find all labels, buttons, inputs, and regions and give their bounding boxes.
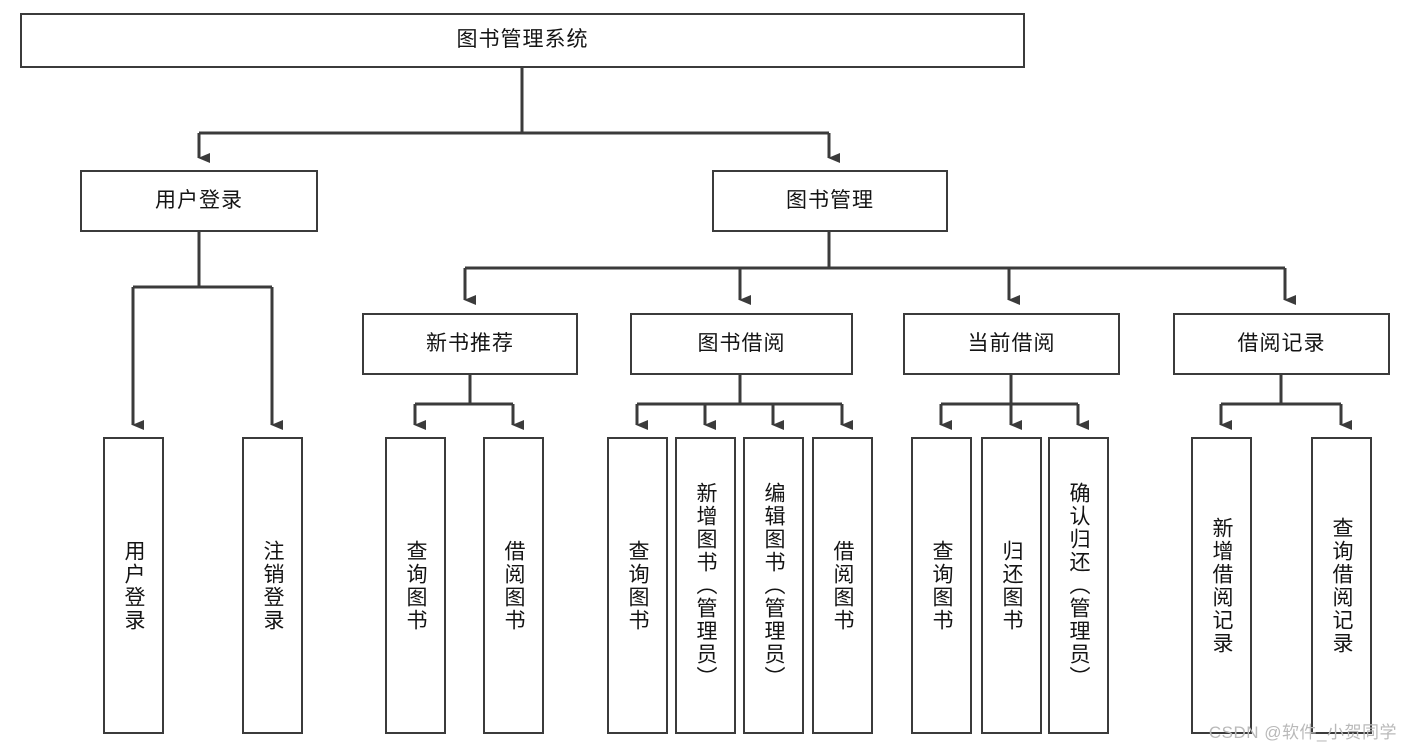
node-label: 新增图书（管理员） [694, 482, 717, 689]
leaf-query-book-current[interactable]: 查询图书 [911, 437, 972, 734]
node-label: 注销登录 [261, 539, 284, 632]
node-label: 用户登录 [122, 539, 145, 632]
node-label: 查询图书 [626, 539, 649, 632]
leaf-query-book-recommend[interactable]: 查询图书 [385, 437, 446, 734]
leaf-confirm-return-admin[interactable]: 确认归还（管理员） [1048, 437, 1109, 734]
node-label: 查询借阅记录 [1330, 516, 1353, 655]
leaf-add-book-admin[interactable]: 新增图书（管理员） [675, 437, 736, 734]
node-label: 借阅图书 [502, 539, 525, 632]
node-label: 查询图书 [930, 539, 953, 632]
node-label: 借阅记录 [1237, 331, 1326, 355]
node-book-management[interactable]: 图书管理 [712, 170, 948, 232]
node-label: 新增借阅记录 [1210, 516, 1233, 655]
node-root-system[interactable]: 图书管理系统 [20, 13, 1025, 68]
leaf-return-book[interactable]: 归还图书 [981, 437, 1042, 734]
node-label: 图书管理 [786, 188, 874, 212]
leaf-user-login[interactable]: 用户登录 [103, 437, 164, 734]
leaf-borrow-book[interactable]: 借阅图书 [812, 437, 873, 734]
node-borrow-record[interactable]: 借阅记录 [1173, 313, 1390, 375]
node-user-login[interactable]: 用户登录 [80, 170, 318, 232]
node-label: 当前借阅 [967, 331, 1056, 355]
node-label: 确认归还（管理员） [1067, 482, 1090, 689]
node-new-book-recommend[interactable]: 新书推荐 [362, 313, 578, 375]
node-label: 图书借阅 [697, 331, 786, 355]
node-label: 查询图书 [404, 539, 427, 632]
node-label: 用户登录 [155, 188, 243, 212]
node-label: 图书管理系统 [456, 28, 589, 52]
node-current-borrow[interactable]: 当前借阅 [903, 313, 1120, 375]
leaf-add-borrow-record[interactable]: 新增借阅记录 [1191, 437, 1252, 734]
leaf-borrow-book-recommend[interactable]: 借阅图书 [483, 437, 544, 734]
leaf-query-borrow-record[interactable]: 查询借阅记录 [1311, 437, 1372, 734]
leaf-query-book-borrow[interactable]: 查询图书 [607, 437, 668, 734]
node-label: 借阅图书 [831, 539, 854, 632]
node-label: 新书推荐 [426, 331, 514, 355]
node-label: 归还图书 [1000, 539, 1023, 632]
leaf-edit-book-admin[interactable]: 编辑图书（管理员） [743, 437, 804, 734]
leaf-logout[interactable]: 注销登录 [242, 437, 303, 734]
node-book-borrow[interactable]: 图书借阅 [630, 313, 853, 375]
node-label: 编辑图书（管理员） [762, 482, 785, 689]
